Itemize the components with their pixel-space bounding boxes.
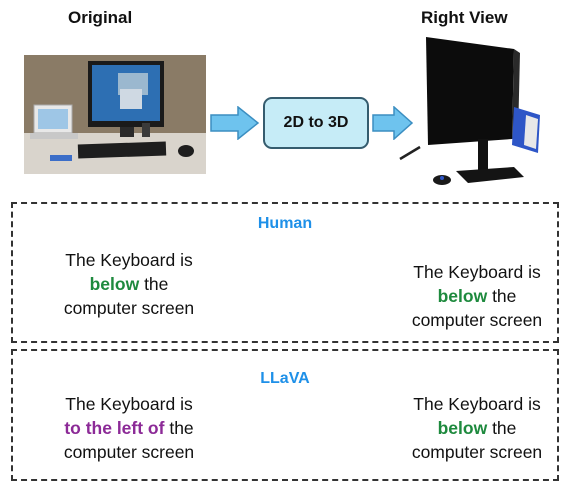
statement-line: computer screen — [411, 442, 543, 462]
original-header: Original — [68, 8, 133, 27]
statement-line: The Keyboard is — [65, 250, 193, 270]
statement-line: below the — [377, 284, 564, 308]
human-right-statement: The Keyboard is below the computer scree… — [377, 260, 564, 332]
statement-word: the — [169, 418, 194, 438]
right-view-header: Right View — [421, 8, 508, 27]
relation-word: below — [437, 418, 488, 438]
right-arrow-icon — [210, 106, 260, 140]
llava-left-statement: The Keyboard is to the left of the compu… — [29, 392, 229, 464]
relation-word: below — [89, 274, 140, 294]
statement-line: computer screen — [63, 442, 195, 462]
statement-line: to the left of the — [29, 416, 229, 440]
statement-line: below the — [29, 272, 229, 296]
statement-line: The Keyboard is — [65, 394, 193, 414]
human-panel-title: Human — [257, 215, 313, 232]
original-photo — [24, 55, 206, 174]
statement-line: The Keyboard is — [413, 394, 541, 414]
llava-right-statement: The Keyboard is below the computer scree… — [377, 392, 564, 464]
human-panel: Human The Keyboard is below the computer… — [11, 202, 559, 343]
relation-word: to the left of — [64, 418, 165, 438]
statement-line: computer screen — [63, 298, 195, 318]
relation-word: below — [437, 286, 488, 306]
statement-line: below the — [377, 416, 564, 440]
statement-line: The Keyboard is — [413, 262, 541, 282]
right-arrow-icon — [372, 106, 414, 140]
2d-to-3d-box: 2D to 3D — [263, 97, 369, 149]
llava-panel-title: LLaVA — [260, 370, 310, 387]
statement-word: the — [492, 418, 517, 438]
statement-line: computer screen — [411, 310, 543, 330]
statement-word: the — [144, 274, 169, 294]
right-view-render — [386, 35, 546, 195]
llava-panel: LLaVA The Keyboard is to the left of the… — [11, 349, 559, 481]
human-left-statement: The Keyboard is below the computer scree… — [29, 248, 229, 320]
statement-word: the — [492, 286, 517, 306]
